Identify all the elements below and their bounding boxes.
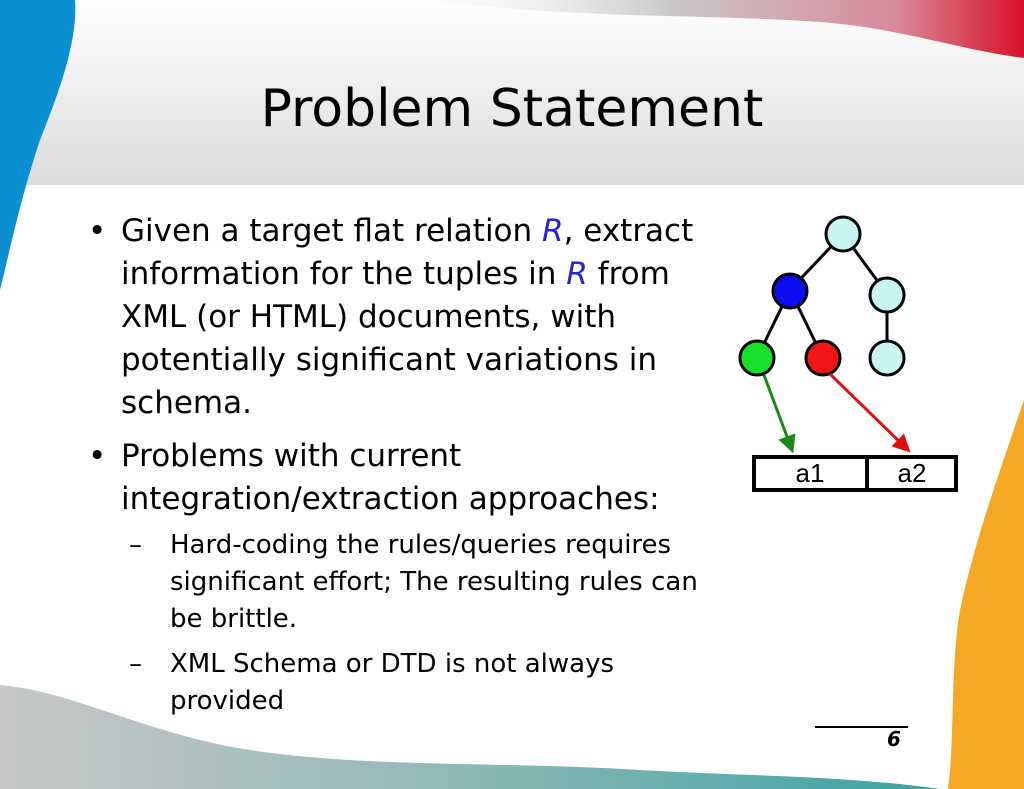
page-number-rule: [815, 726, 908, 728]
bullet-text: Problems with current integration/extrac…: [121, 438, 660, 517]
tuple-cell-a2: a2: [898, 458, 927, 488]
inner-node-blue: [771, 272, 809, 310]
sub-bullet-item: – Hard-coding the rules/queries requires…: [129, 527, 718, 638]
bullet-item: • Given a target flat relation R, extrac…: [88, 210, 718, 425]
leaf-node-red: [804, 339, 842, 377]
left-swoosh: [0, 0, 76, 290]
bullet-text-part: from XML (or HTML) documents, with poten…: [121, 256, 670, 421]
red-mapping-arrow: [828, 372, 911, 453]
bullet-text-part: Given a target flat relation: [121, 213, 543, 249]
green-mapping-arrow: [762, 374, 796, 454]
relation-variable: R: [542, 213, 564, 249]
leaf-node-green: [738, 339, 776, 377]
sub-bullet-text: XML Schema or DTD is not always provided: [170, 649, 615, 716]
sub-bullet-item: – XML Schema or DTD is not always provid…: [129, 646, 718, 720]
right-swoosh: [948, 400, 1024, 789]
bullet-marker: •: [88, 213, 107, 249]
bullet-text: Given a target flat relation R, extract …: [121, 213, 693, 421]
top-swoosh: [380, 0, 1024, 58]
bottom-swoosh: [0, 685, 940, 789]
sub-bullet-list: – Hard-coding the rules/queries requires…: [121, 527, 718, 720]
bullet-item: • Problems with current integration/extr…: [88, 435, 718, 720]
tuple-cell-a1: a1: [796, 458, 825, 488]
inner-node-light: [868, 276, 906, 314]
bullet-marker: •: [88, 438, 107, 474]
root-node: [824, 215, 862, 253]
sub-bullet-text: Hard-coding the rules/queries requires s…: [170, 530, 698, 634]
tuple-box: [752, 455, 958, 492]
page-number: 6: [887, 727, 901, 751]
bullet-text-part: , extract information for the tuples in: [121, 213, 694, 292]
relation-variable: R: [566, 256, 588, 292]
leaf-node-light: [868, 339, 906, 377]
sub-bullet-marker: –: [129, 530, 142, 560]
sub-bullet-marker: –: [129, 649, 142, 679]
header-band: [0, 0, 1024, 185]
tree-mapping-diagram: a1 a2: [738, 215, 958, 492]
bullet-list: • Given a target flat relation R, extrac…: [88, 210, 718, 730]
slide-title: Problem Statement: [260, 79, 764, 139]
